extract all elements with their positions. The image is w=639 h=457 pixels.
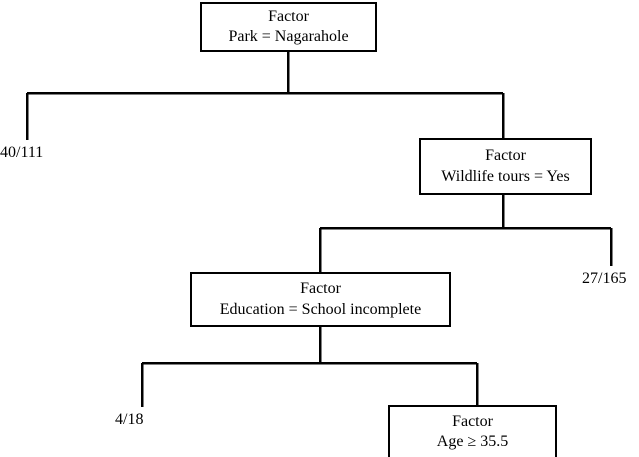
node-root-header: Factor (268, 7, 309, 25)
node-education-condition: Education = School incomplete (219, 300, 422, 318)
node-education: Factor Education = School incomplete (190, 272, 451, 327)
node-age-condition: Age ≥ 35.5 (436, 433, 509, 450)
leaf-label-40-111: 40/111 (0, 144, 44, 161)
leaf-label-27-165: 27/165 (582, 270, 627, 287)
node-education-header: Factor (300, 280, 341, 298)
node-root: Factor Park = Nagarahole (200, 2, 377, 52)
node-age-header: Factor (452, 412, 493, 430)
node-wildlife-tours-header: Factor (485, 147, 526, 165)
leaf-label-4-18: 4/18 (115, 411, 144, 428)
node-root-condition: Park = Nagarahole (228, 28, 349, 45)
node-wildlife-tours-condition: Wildlife tours = Yes (441, 167, 570, 185)
node-age: Factor Age ≥ 35.5 (388, 405, 557, 457)
node-wildlife-tours: Factor Wildlife tours = Yes (419, 138, 592, 195)
